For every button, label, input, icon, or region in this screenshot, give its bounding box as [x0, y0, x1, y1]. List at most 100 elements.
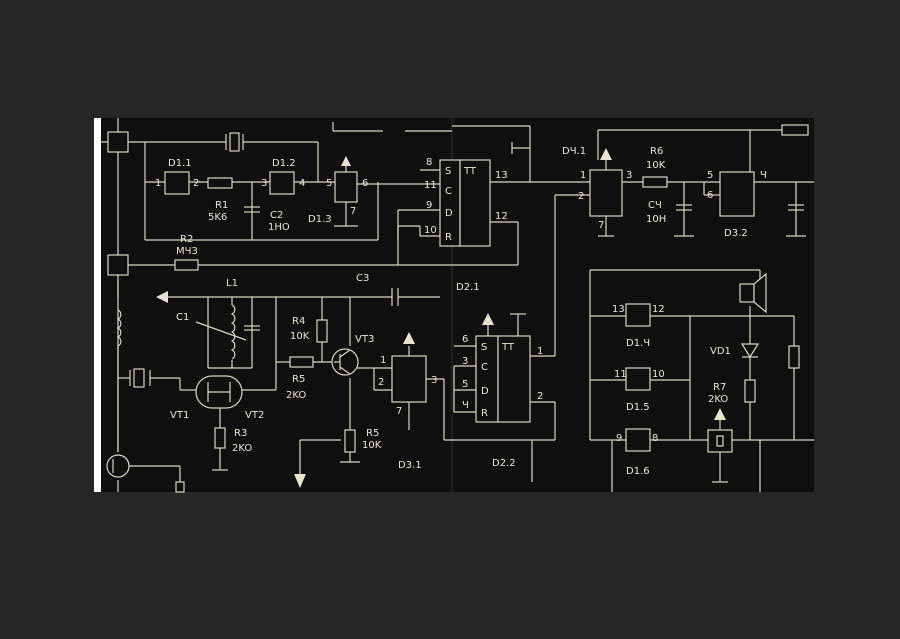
- gate-d1-3: [334, 171, 358, 203]
- pin-d41-1: 1: [580, 170, 586, 181]
- label-c1: C1: [176, 312, 189, 323]
- d21-d: D: [445, 208, 453, 219]
- label-d1-3: D1.3: [308, 214, 332, 225]
- value-r5b: 10K: [362, 440, 382, 451]
- pin-6: 6: [362, 178, 368, 189]
- label-r5b: R5: [366, 428, 379, 439]
- pin-d15-11: 11: [614, 369, 627, 380]
- d21-c: C: [445, 186, 452, 197]
- left-wiring: [101, 118, 555, 492]
- resistor-r5a: [289, 356, 314, 368]
- label-c3: C3: [356, 273, 369, 284]
- d21-tt: TT: [463, 166, 477, 177]
- pin-d15-10: 10: [652, 369, 665, 380]
- label-vt3: VT3: [355, 334, 374, 345]
- diode-vd1: [740, 343, 760, 359]
- speaker-body: [739, 283, 755, 303]
- pin-1: 1: [155, 178, 161, 189]
- value-r2: MЧ3: [176, 246, 198, 257]
- d22-in4: Ч: [462, 400, 469, 411]
- pin-d21-9: 9: [426, 200, 432, 211]
- book-spine-edge: [94, 118, 101, 492]
- d22-r: R: [481, 408, 488, 419]
- value-c2: 1HO: [268, 222, 290, 233]
- d22-tt: TT: [501, 342, 515, 353]
- pin-4: 4: [299, 178, 305, 189]
- resistor-r6: [642, 176, 668, 188]
- gate-d1-5: [625, 367, 651, 391]
- pin-d31-1: 1: [380, 355, 386, 366]
- label-r7: R7: [713, 382, 726, 393]
- label-r1: R1: [215, 200, 228, 211]
- d21-s: S: [445, 166, 451, 177]
- value-r5a: 2KO: [286, 390, 306, 401]
- right-components: [589, 124, 809, 453]
- power-arrow-d2-2: [482, 313, 494, 325]
- value-r4: 10K: [290, 331, 310, 342]
- pin-d14-13: 13: [612, 304, 625, 315]
- resistor-r5b: [344, 429, 356, 453]
- d22-out2: 2: [537, 391, 543, 402]
- pin-d31-2: 2: [378, 377, 384, 388]
- d22-in6: 6: [462, 334, 468, 345]
- flipflop-d2-1: [397, 159, 555, 266]
- d22-in3: 3: [462, 356, 468, 367]
- pin-d21-8: 8: [426, 157, 432, 168]
- gate-d4-1: [589, 169, 623, 217]
- terminal-bottom: [175, 481, 185, 493]
- label-d2-2: D2.2: [492, 458, 516, 469]
- value-r3: 2KO: [232, 443, 252, 454]
- label-r5a: R5: [292, 374, 305, 385]
- crystal-q2: [133, 368, 145, 388]
- label-r4: R4: [292, 316, 305, 327]
- d21-out13: 13: [495, 170, 508, 181]
- crystal-q1: [229, 132, 240, 152]
- pin-d41-2: 2: [578, 191, 584, 202]
- signal-source: [106, 454, 130, 478]
- label-r3: R3: [234, 428, 247, 439]
- label-d2-1: D2.1: [456, 282, 480, 293]
- d22-s: S: [481, 342, 487, 353]
- gate-d1-4: [625, 303, 651, 327]
- d21-out12: 12: [495, 211, 508, 222]
- value-r1: 5K6: [208, 212, 227, 223]
- inductor-rail: [116, 309, 122, 347]
- label-r2: R2: [180, 234, 193, 245]
- resistor-r3: [214, 427, 226, 449]
- label-vt1: VT1: [170, 410, 189, 421]
- power-arrow-d1-3: [341, 156, 351, 166]
- labels: D1.1 D1.2 1 2 3 4 5 6 7 R1 5K6 C2 1HO D1…: [155, 146, 767, 477]
- flipflop-d2-2: [453, 195, 556, 482]
- label-l1: L1: [226, 278, 238, 289]
- gate-d1-2: [269, 171, 295, 195]
- value-r6: 10K: [646, 160, 666, 171]
- power-arrow-d4-1: [600, 148, 612, 160]
- label-d1-5: D1.5: [626, 402, 650, 413]
- label-c2: C2: [270, 210, 283, 221]
- label-d1-1: D1.1: [168, 158, 192, 169]
- power-arrow-d3-1: [403, 332, 415, 344]
- pin-5: 5: [326, 178, 332, 189]
- pin-d41-3: 3: [626, 170, 632, 181]
- pin-3: 3: [261, 178, 267, 189]
- gate-d1-6: [625, 428, 651, 452]
- pin-d41-7: 7: [598, 220, 604, 231]
- gate-d1-1: [164, 171, 190, 195]
- pin-d32-4: Ч: [760, 170, 767, 181]
- inductor-l1: [230, 304, 236, 360]
- resistor-r4: [316, 319, 328, 343]
- value-r7: 2KO: [708, 394, 728, 405]
- gate-d3-2: [719, 171, 755, 217]
- pin-d16-8: 8: [652, 433, 658, 444]
- label-r6: R6: [650, 146, 663, 157]
- resistor-r1: [207, 177, 233, 189]
- d22-out1: 1: [537, 346, 543, 357]
- d21-r: R: [445, 232, 452, 243]
- resistor-r2: [174, 259, 199, 271]
- pin-2: 2: [193, 178, 199, 189]
- label-vd1: VD1: [710, 346, 731, 357]
- pin-d31-7: 7: [396, 406, 402, 417]
- label-d4-1: DЧ.1: [562, 146, 586, 157]
